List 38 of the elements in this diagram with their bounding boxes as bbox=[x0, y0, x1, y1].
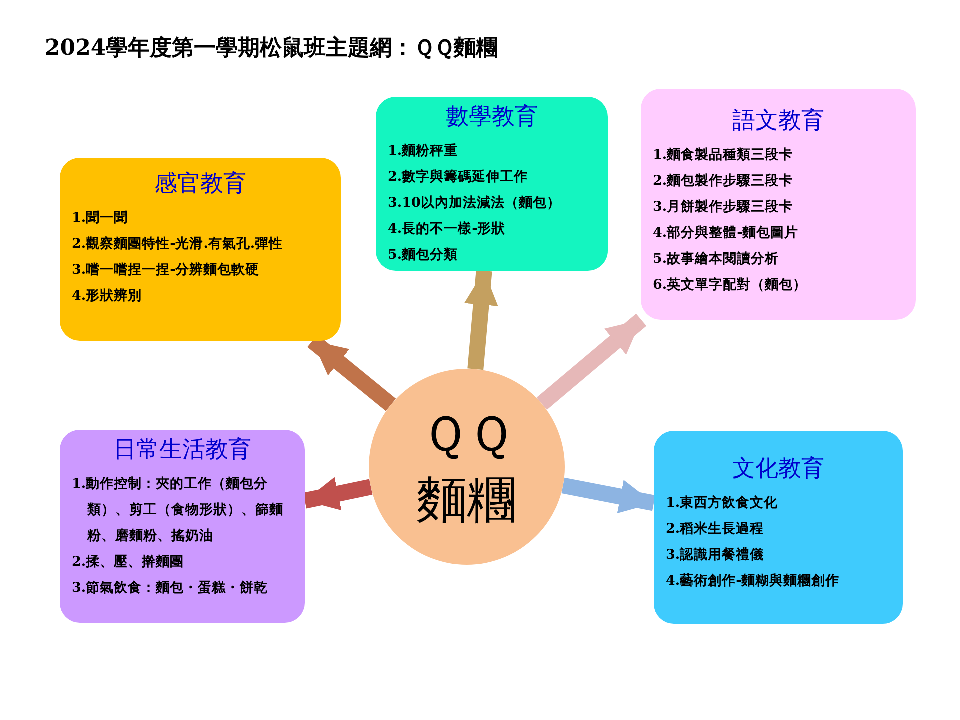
activity-item: 2.數字與籌碼延伸工作 bbox=[388, 168, 530, 187]
activity-item: 3.嚐一嚐捏一捏-分辨麵包軟硬 bbox=[72, 261, 261, 280]
activity-item: 1.聞一聞 bbox=[72, 209, 130, 228]
topic-box bbox=[60, 430, 305, 623]
activity-item: 4.長的不一樣-形狀 bbox=[388, 220, 507, 239]
topic-heading: 文化教育 bbox=[732, 455, 826, 484]
block-arrow bbox=[464, 270, 498, 370]
topic-box bbox=[60, 158, 341, 341]
block-arrow bbox=[562, 478, 656, 514]
title: 2024學年度第一學期松鼠班主題網：ＱＱ麵糰 bbox=[45, 34, 498, 63]
activity-item: 4.部分與整體-麵包圖片 bbox=[653, 224, 800, 243]
activity-item: 2.觀察麵團特性-光滑.有氣孔.彈性 bbox=[72, 235, 284, 254]
activity-item: 1.東西方飲食文化 bbox=[666, 494, 780, 513]
block-arrow bbox=[536, 314, 647, 410]
activity-item: 5.麵包分類 bbox=[388, 246, 460, 265]
topic-heading: 數學教育 bbox=[445, 103, 539, 132]
topic-box bbox=[376, 97, 608, 271]
activity-item: 3.節氣飲食：麵包・蛋糕・餅乾 bbox=[72, 579, 270, 598]
activity-item: 2.麵包製作步驟三段卡 bbox=[653, 172, 794, 191]
activity-item: 1.動作控制：夾的工作（麵包分類）、剪工（食物形狀）、篩麵粉、磨麵粉、搖奶油 bbox=[72, 475, 285, 546]
activity-item: 3.認識用餐禮儀 bbox=[666, 546, 766, 565]
activity-item: 5.故事繪本閱讀分析 bbox=[653, 250, 780, 269]
topic-heading: 感官教育 bbox=[154, 170, 248, 199]
topic-heading: 語文教育 bbox=[732, 107, 826, 136]
topic-box bbox=[654, 431, 903, 624]
activity-item: 2.揉、壓、擀麵團 bbox=[72, 553, 186, 572]
activity-item: 1.麵粉秤重 bbox=[388, 142, 460, 161]
activity-item: 3.月餅製作步驟三段卡 bbox=[653, 198, 794, 217]
activity-item: 1.麵食製品種類三段卡 bbox=[653, 146, 794, 165]
block-arrow bbox=[303, 477, 373, 511]
activity-item: 2.稻米生長過程 bbox=[666, 520, 766, 539]
activity-item: 4.藝術創作-麵糊與麵糰創作 bbox=[666, 572, 841, 591]
topic-heading: 日常生活教育 bbox=[112, 436, 252, 465]
activity-item: 4.形狀辨別 bbox=[72, 287, 144, 306]
center-title: ＱＱ麵糰 bbox=[416, 404, 518, 531]
topic-box bbox=[641, 89, 916, 320]
activity-item: 6.英文單字配對（麵包） bbox=[653, 276, 808, 295]
activity-item: 3.10以內加法減法（麵包） bbox=[388, 194, 562, 213]
